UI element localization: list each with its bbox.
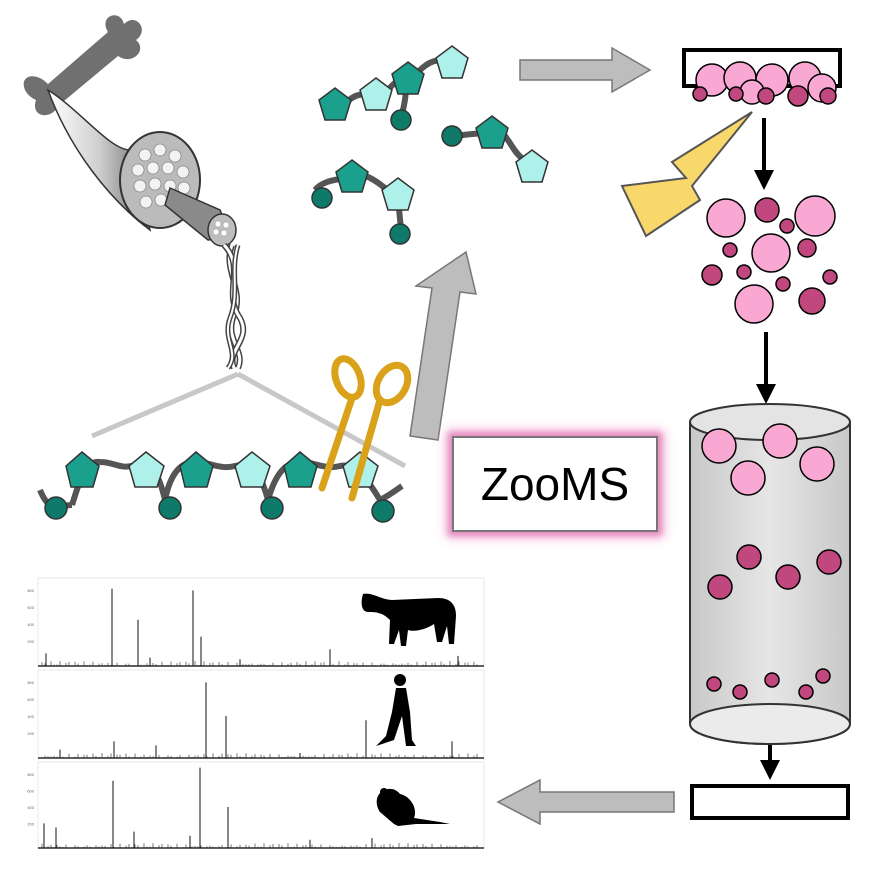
- spectrum-y-tick: 400: [27, 622, 34, 627]
- zoom-lines: [91, 371, 407, 469]
- detector: [690, 784, 850, 820]
- spectrum-y-tick: 800: [27, 588, 34, 593]
- spectrum-y-tick: 200: [27, 822, 34, 827]
- cow-silhouette-icon: [361, 593, 456, 646]
- maldi-plate: [682, 48, 842, 107]
- spectrum-y-tick: 600: [27, 605, 34, 610]
- mass-spectra: 800 600 400 200 800 600 400 200 800 600 400 200: [27, 577, 485, 849]
- ionised-peptides: [701, 195, 838, 324]
- spectrum-frame: [37, 761, 485, 849]
- bone-icon: [23, 15, 142, 116]
- spectrum-y-tick: 400: [27, 714, 34, 719]
- spectra-arrow: [496, 778, 675, 826]
- peptide-fragments: [311, 45, 549, 245]
- zooms-label: ZooMS: [452, 436, 658, 532]
- spectrum-y-tick: 800: [27, 680, 34, 685]
- collagen-peptide-chain: [37, 451, 404, 523]
- spectrum-y-tick: 400: [27, 805, 34, 810]
- human-silhouette-icon: [376, 674, 416, 746]
- spectrum-y-tick: 600: [27, 789, 34, 794]
- scissors-icon: [318, 355, 412, 502]
- lightning-icon: [620, 111, 753, 238]
- rat-silhouette-icon: [376, 788, 450, 826]
- spectrum-frame: [37, 669, 485, 759]
- flight-tube: [689, 403, 851, 745]
- spot-arrow: [519, 46, 652, 94]
- digest-arrow: [409, 250, 477, 441]
- collagen-fibre-icon: [46, 88, 247, 370]
- spectrum-y-tick: 200: [27, 639, 34, 644]
- spectrum-y-tick: 800: [27, 772, 34, 777]
- spectrum-y-tick: 600: [27, 697, 34, 702]
- spectrum-y-tick: 200: [27, 731, 34, 736]
